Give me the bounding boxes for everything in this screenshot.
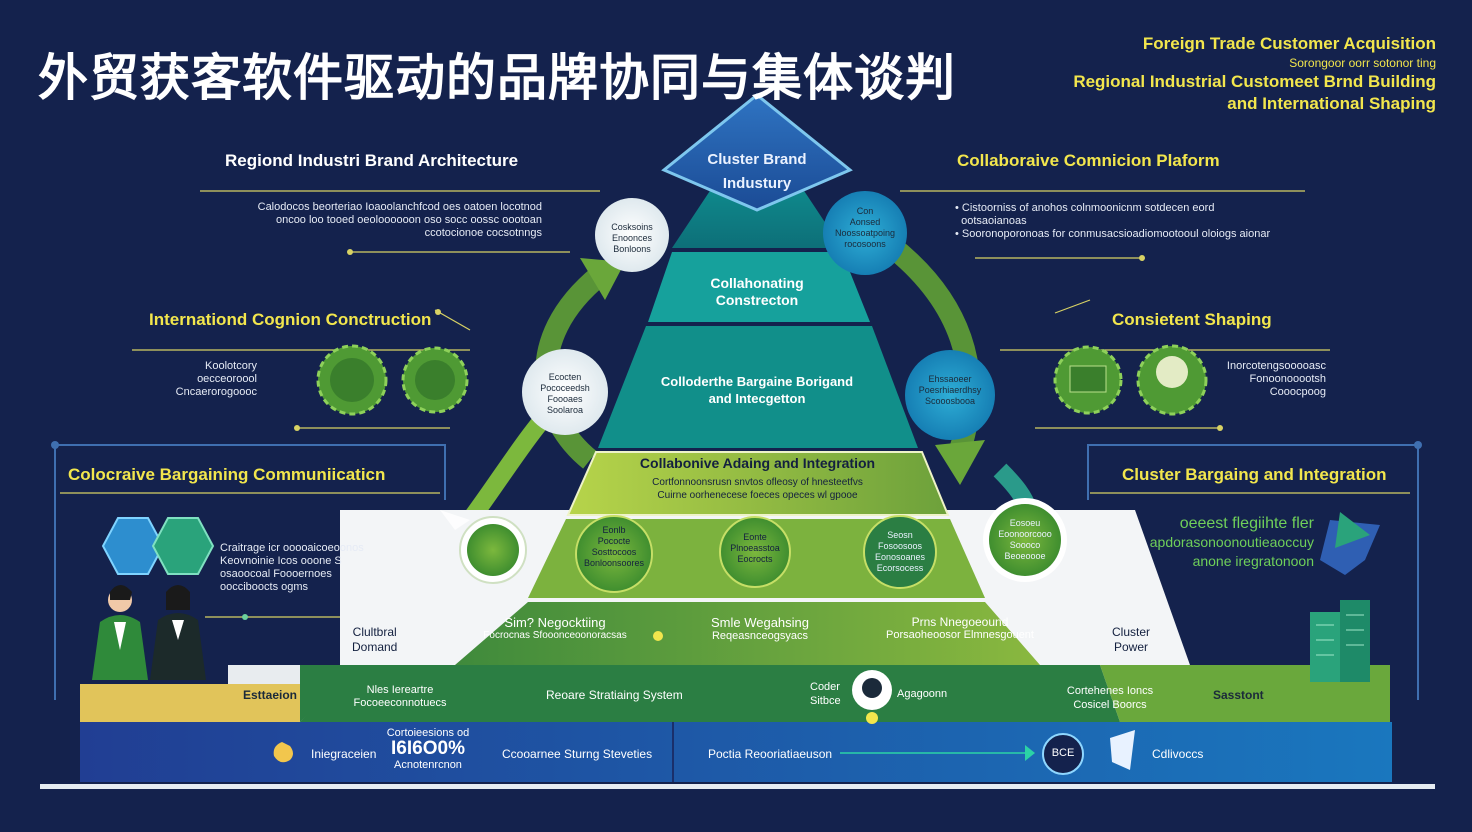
hexagon-icon-2 — [151, 517, 215, 575]
pyramid-tier1 — [648, 252, 870, 322]
footer-bar — [80, 722, 1392, 782]
recycle-arrow-icon — [1320, 512, 1380, 575]
base-agagoon-label: Agagoonn — [897, 688, 948, 700]
building-icon — [1310, 600, 1370, 682]
regional-brand-body: Calodocos beorteriao Ioaoolanchfcod oes … — [257, 201, 542, 239]
pyramid-band — [566, 451, 950, 516]
top-right-line-3: Regional Industrial Customeet Brnd Build… — [1073, 72, 1436, 91]
globe-puzzle-icon-3 — [1053, 345, 1123, 415]
collab-platform-body: • Cistoorniss of anohos colnmoonicnm sot… — [955, 202, 1271, 240]
footer-item-3: Ccooarnee Sturng Steveties — [502, 747, 653, 761]
collab-platform-heading: Collaboraive Comnicion Plaform — [957, 151, 1220, 170]
circle-node-4 — [905, 350, 995, 440]
top-right-line-2: Sorongoor oorr sotonor ting — [1289, 56, 1436, 70]
band-title: Collabonive Adaing and Integration — [639, 455, 876, 471]
pyramid-base — [300, 665, 1120, 722]
bird-icon — [1110, 730, 1135, 770]
top-right-line-4: and International Shaping — [1227, 94, 1436, 113]
circle-node-6 — [575, 515, 653, 593]
circle-node-7 — [719, 516, 791, 588]
circle-node-9 — [989, 504, 1061, 576]
consistent-shaping-heading: Consietent Shaping — [1112, 310, 1272, 329]
right-frame-line — [1087, 444, 1419, 700]
footer-item-4: Poctia Reooriatiaeuson — [708, 747, 833, 761]
page-title: 外贸获客软件驱动的品牌协同与集体谈判 — [38, 49, 956, 107]
base-mid-label: Reoare Stratiaing System — [546, 688, 683, 702]
business-people-illustration — [92, 585, 206, 680]
footer-item-5: Cdlivoccs — [1152, 747, 1204, 761]
circle-node-1 — [595, 198, 669, 272]
globe-puzzle-icon-2 — [401, 346, 469, 414]
bulb-icon — [273, 742, 293, 763]
circle-node-8 — [863, 515, 937, 589]
badge-icon — [1042, 733, 1084, 775]
base-left-label: Esttaeion — [243, 688, 298, 702]
international-cognition-heading: Internationd Cognion Conctruction — [149, 310, 432, 329]
cluster-bargaining-heading: Cluster Bargaing and Integration — [1122, 465, 1387, 484]
top-right-line-1: Foreign Trade Customer Acquisition — [1142, 34, 1436, 53]
left-frame-line — [54, 444, 446, 700]
band-body: Cortfonnoonsrusn snvtos ofleosy of hnest… — [652, 477, 863, 501]
globe-puzzle-icon-1 — [316, 344, 388, 416]
circle-node-3 — [522, 349, 608, 435]
brain-puzzle-icon — [1136, 344, 1208, 416]
pyramid-tier2 — [598, 326, 918, 448]
base-right-label: Sasstont — [1213, 688, 1264, 702]
footer-item-1: Iniegraceien — [311, 747, 377, 761]
hexagon-icon-1 — [101, 517, 165, 575]
regional-brand-heading: Regiond Industri Brand Architecture — [225, 151, 519, 170]
collective-bargaining-heading: Colocraive Bargaining Communiicaticn — [68, 465, 386, 484]
footer-badge-code: BCE — [1051, 747, 1075, 759]
circle-node-2 — [823, 191, 907, 275]
apex-diamond — [661, 93, 853, 212]
pyramid-tier3 — [455, 602, 1040, 665]
footer-item-2: Cortoieesions od I6I6O0% Acnotenrcnon — [386, 727, 470, 771]
